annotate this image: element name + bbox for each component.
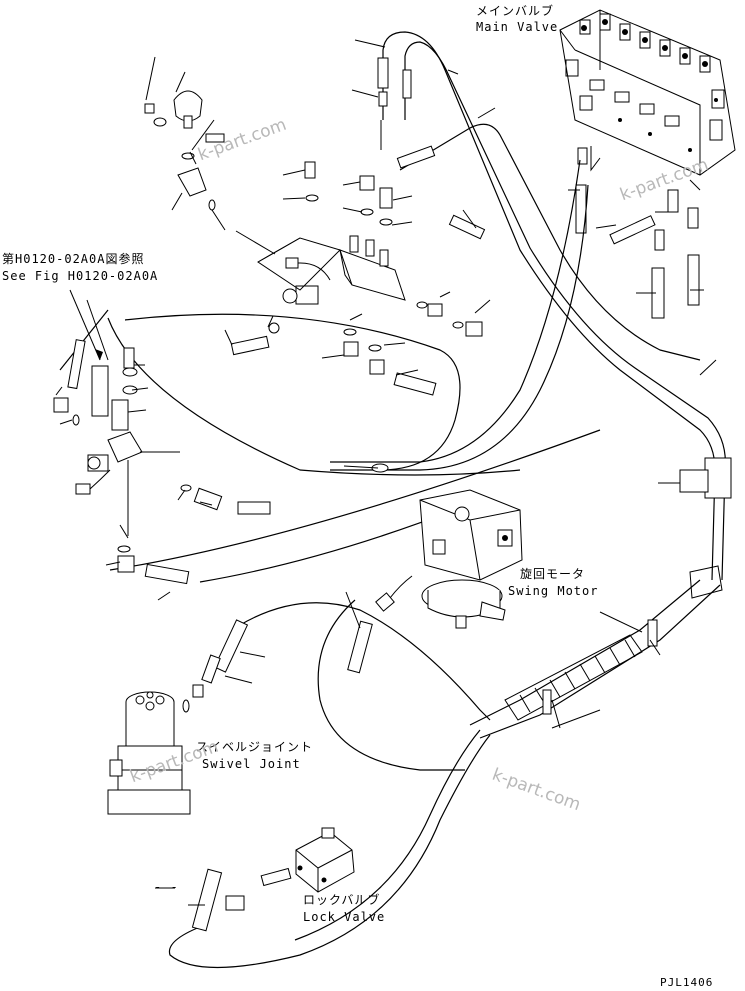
hose-lines [59, 31, 726, 969]
swivel-joint-drawing [107, 691, 191, 815]
lock-valve-drawing [191, 827, 355, 932]
lock-valve-label-en: Lock Valve [303, 910, 386, 924]
left-solenoid-cluster [53, 339, 389, 585]
leader-lines [55, 39, 717, 906]
main-valve-label-en: Main Valve [476, 20, 559, 34]
swing-motor-label-en: Swing Motor [508, 584, 599, 598]
drawing-code: PJL1406 [660, 976, 714, 989]
reference-label-en: See Fig H0120-02A0A [2, 269, 159, 283]
swing-motor-label-jp: 旋回モータ [520, 567, 586, 581]
lock-valve-label-jp: ロックバルブ [303, 893, 381, 907]
spiral-guard [504, 457, 732, 721]
swivel-joint-label-en: Swivel Joint [202, 757, 301, 771]
main-valve-drawing [559, 9, 736, 319]
central-valve-block [144, 57, 486, 396]
main-valve-label-jp: メインバルブ [476, 4, 555, 18]
reference-arrow [69, 289, 101, 361]
dash-marker: - - [154, 880, 179, 894]
reference-label-jp: 第H0120-02A0A図参照 [2, 252, 145, 266]
swing-motor-drawing [347, 489, 523, 674]
swivel-joint-label-jp: スイベルジョイント [196, 740, 314, 754]
